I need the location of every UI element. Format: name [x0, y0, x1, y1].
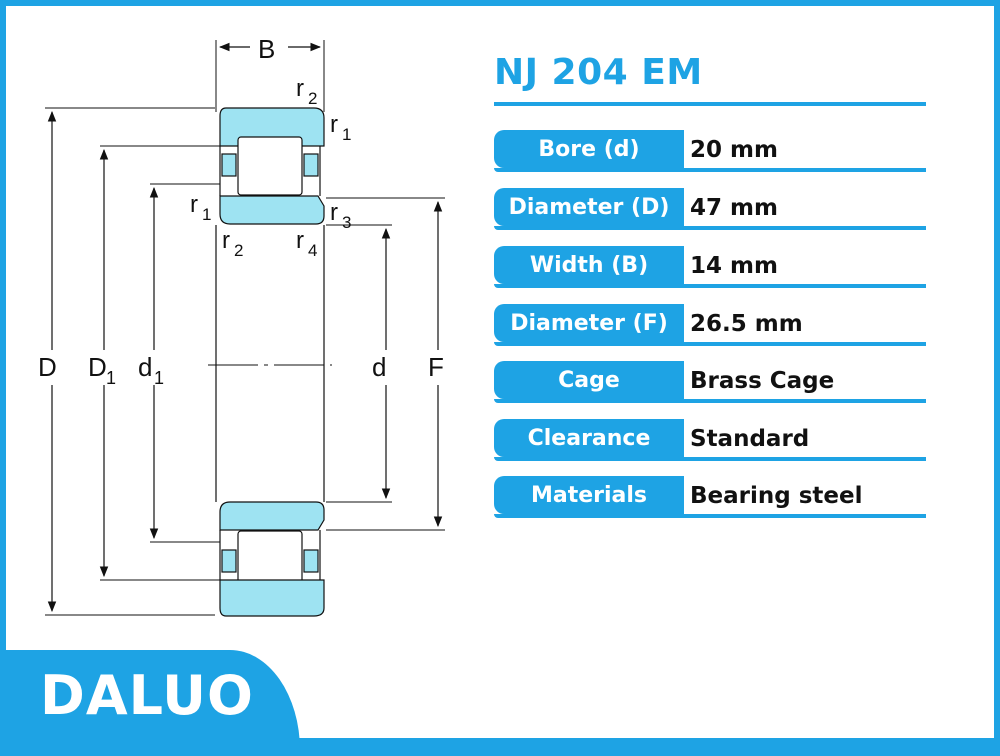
spec-label-diameter-f: Diameter (F): [494, 304, 684, 342]
product-model-title: NJ 204 EM: [494, 52, 703, 93]
spec-row-cage: Cage Brass Cage: [494, 361, 926, 403]
label-D1-sub: 1: [106, 368, 116, 388]
spec-divider: [494, 514, 926, 518]
label-r4: r: [296, 227, 304, 254]
extension-lines: [45, 40, 445, 616]
spec-label-width: Width (B): [494, 246, 684, 284]
cage-top-left: [221, 153, 237, 177]
spec-label-bore: Bore (d): [494, 130, 684, 168]
spec-row-diameter-d: Diameter (D) 47 mm: [494, 188, 926, 230]
label-D: D: [38, 352, 57, 382]
spec-divider: [494, 284, 926, 288]
spec-value-materials: Bearing steel: [690, 483, 863, 509]
bearing-cross-section-diagram: B D D 1 d 1 d F r 2 r 1 r 1 r 3 r 2 r 4: [38, 34, 445, 617]
bearing-bottom-section: [219, 501, 325, 617]
label-r2-top: r: [296, 75, 304, 102]
label-r3-sub: 3: [342, 213, 351, 232]
spec-divider: [494, 342, 926, 346]
label-r4-sub: 4: [308, 241, 317, 260]
spec-label-cage: Cage: [494, 361, 684, 399]
spec-label-materials: Materials: [494, 476, 684, 514]
label-r2-bottom: r: [222, 227, 230, 254]
spec-divider: [494, 399, 926, 403]
inner-ring-bottom: [219, 501, 325, 531]
spec-value-width: 14 mm: [690, 253, 778, 279]
spec-row-width: Width (B) 14 mm: [494, 246, 926, 288]
label-r2-top-sub: 2: [308, 89, 317, 108]
spec-value-diameter-f: 26.5 mm: [690, 311, 803, 337]
cage-top-right: [303, 153, 319, 177]
bearing-top-section: [219, 107, 325, 225]
brand-logo-text: DALUO: [40, 664, 254, 727]
spec-value-clearance: Standard: [690, 426, 810, 452]
spec-value-diameter-d: 47 mm: [690, 195, 778, 221]
label-r1-top-sub: 1: [342, 125, 351, 144]
label-d: d: [372, 352, 386, 382]
spec-divider: [494, 457, 926, 461]
label-r1-left: r: [190, 191, 198, 218]
roller-top: [237, 136, 303, 196]
dimension-labels: B D D 1 d 1 d F r 2 r 1 r 1 r 3 r 2 r 4: [38, 34, 444, 388]
label-D1: D: [88, 352, 107, 382]
spec-row-materials: Materials Bearing steel: [494, 476, 926, 518]
label-d1-sub: 1: [154, 368, 164, 388]
spec-row-clearance: Clearance Standard: [494, 419, 926, 461]
spec-value-bore: 20 mm: [690, 137, 778, 163]
spec-label-clearance: Clearance: [494, 419, 684, 457]
spec-divider: [494, 168, 926, 172]
spec-row-bore: Bore (d) 20 mm: [494, 130, 926, 172]
dimension-lines: [47, 42, 443, 613]
label-r1-left-sub: 1: [202, 205, 211, 224]
spec-divider: [494, 226, 926, 230]
label-r3: r: [330, 199, 338, 226]
brand-tab: [0, 650, 300, 756]
label-r2-bottom-sub: 2: [234, 241, 243, 260]
title-underline: [494, 102, 926, 106]
label-B: B: [258, 34, 275, 64]
label-r1-top: r: [330, 111, 338, 138]
label-F: F: [428, 352, 444, 382]
cage-bottom-right: [303, 549, 319, 573]
spec-label-diameter-d: Diameter (D): [494, 188, 684, 226]
spec-value-cage: Brass Cage: [690, 368, 835, 394]
inner-ring-top: [219, 195, 325, 225]
spec-row-diameter-f: Diameter (F) 26.5 mm: [494, 304, 926, 346]
label-d1: d: [138, 352, 152, 382]
cage-bottom-left: [221, 549, 237, 573]
outer-ring-bottom: [219, 579, 325, 617]
